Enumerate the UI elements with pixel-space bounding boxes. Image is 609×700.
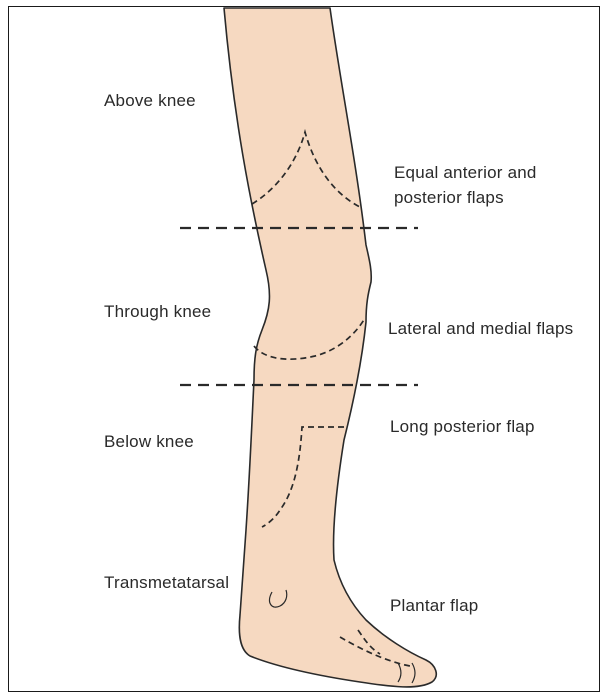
equal-flaps-label-line2: posterior flaps	[394, 188, 504, 207]
plantar-flap-label: Plantar flap	[390, 596, 478, 615]
lateral-medial-flaps-outline	[253, 317, 366, 361]
equal-flaps-outline	[251, 128, 363, 209]
toe-detail	[397, 662, 402, 683]
transmetatarsal-label: Transmetatarsal	[104, 573, 229, 592]
equal-flaps-label-line1: Equal anterior and	[394, 163, 537, 182]
below-knee-label: Below knee	[104, 432, 194, 451]
long-posterior-flap-label: Long posterior flap	[390, 417, 535, 436]
lateral-medial-flaps-label: Lateral and medial flaps	[388, 319, 573, 338]
ankle-detail	[268, 589, 288, 608]
through-knee-label: Through knee	[104, 302, 211, 321]
above-knee-label: Above knee	[104, 91, 196, 110]
plantar-flap-outline	[357, 629, 381, 655]
toe-detail	[411, 662, 416, 684]
long-posterior-flap-outline	[261, 426, 344, 528]
leg-illustration	[223, 7, 438, 688]
